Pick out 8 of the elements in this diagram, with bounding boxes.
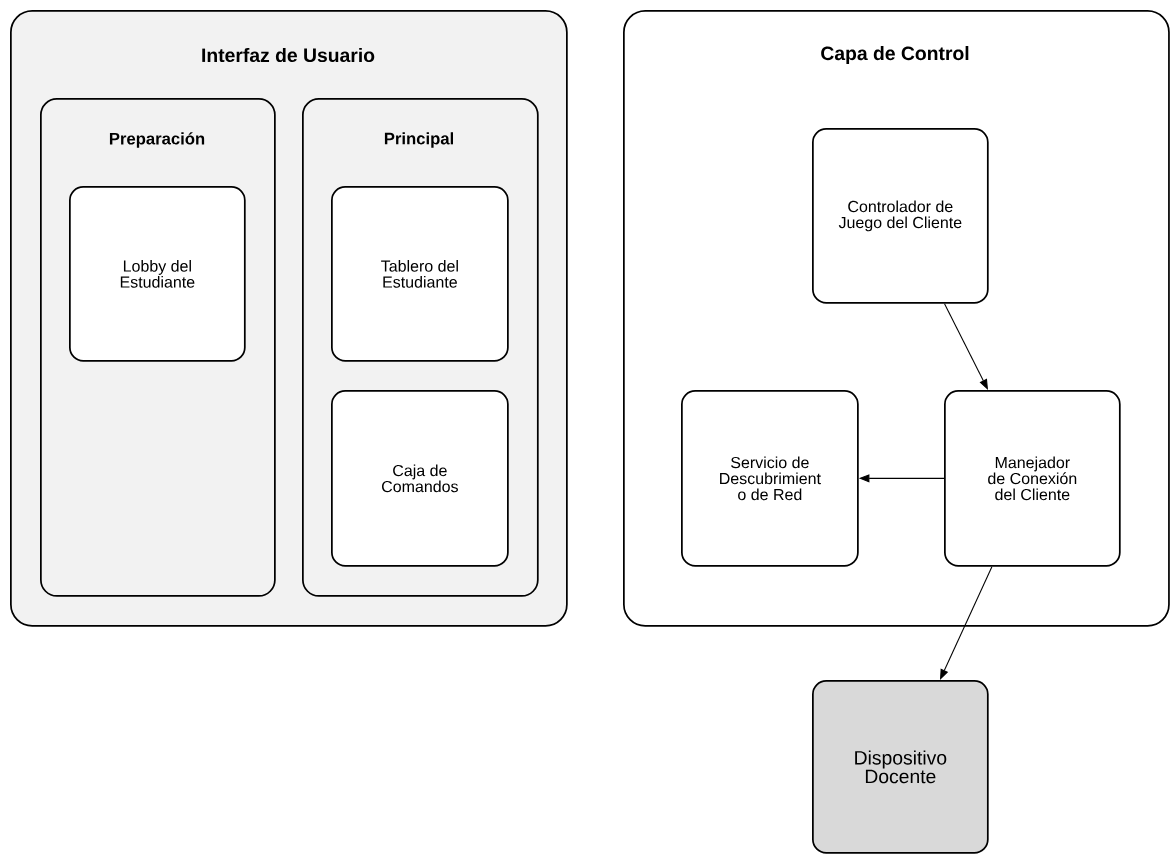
process-box: Servicio de Descubrimient o de Red [681,390,859,567]
arrow [940,566,993,680]
process-box: Caja de Comandos [331,390,509,567]
process-box: Tablero del Estudiante [331,186,509,362]
process-box: Lobby del Estudiante [69,186,246,362]
process-box: Manejador de Conexión del Cliente [944,390,1121,567]
process-box: Dispositivo Docente [812,680,989,854]
process-box: Controlador de Juego del Cliente [812,128,989,304]
